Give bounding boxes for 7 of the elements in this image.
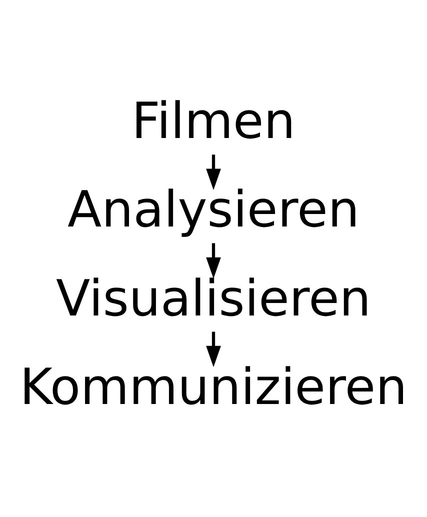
node-text: Kommunizieren <box>20 358 408 416</box>
arrow <box>206 154 221 190</box>
arrow <box>206 243 221 279</box>
node-text: Analysieren <box>68 180 360 239</box>
arrow <box>206 332 221 368</box>
node-text: Visualisieren <box>56 269 371 328</box>
node-text: Filmen <box>132 92 296 150</box>
